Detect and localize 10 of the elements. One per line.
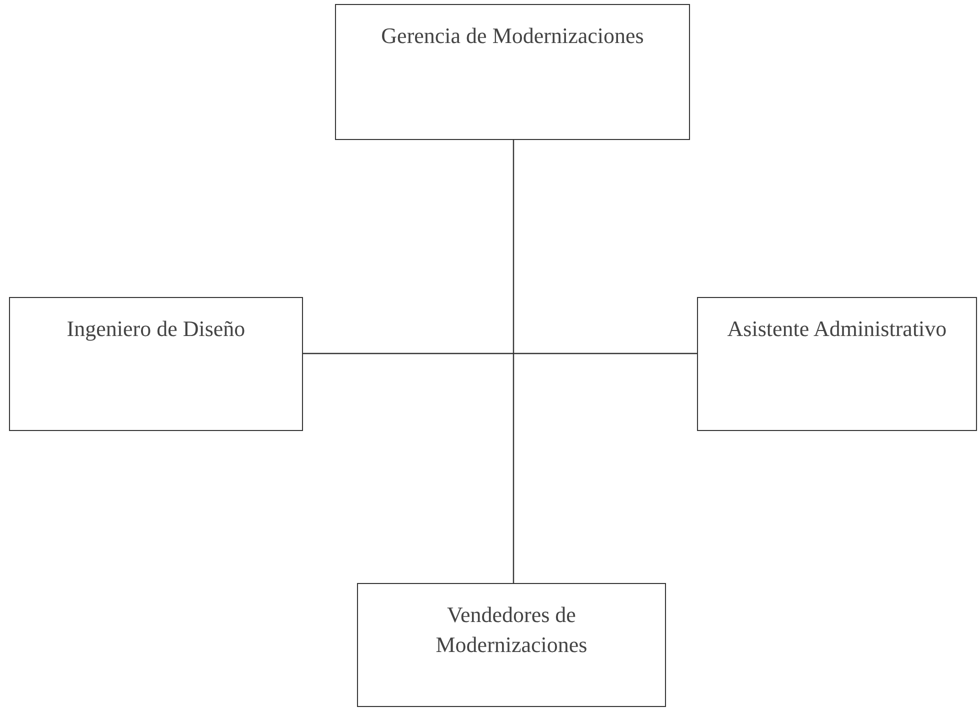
connector-line (512, 140, 514, 583)
position-box (697, 297, 977, 431)
position-title: Vendedores de Modernizaciones (434, 601, 588, 659)
connector-line (303, 352, 697, 354)
position-box (335, 4, 690, 140)
position-title: Gerencia de Modernizaciones (380, 22, 645, 50)
position-box (9, 297, 303, 431)
position-title: Ingeniero de Diseño (66, 315, 246, 343)
position-box (357, 583, 666, 707)
position-title: Asistente Administrativo (726, 315, 948, 343)
